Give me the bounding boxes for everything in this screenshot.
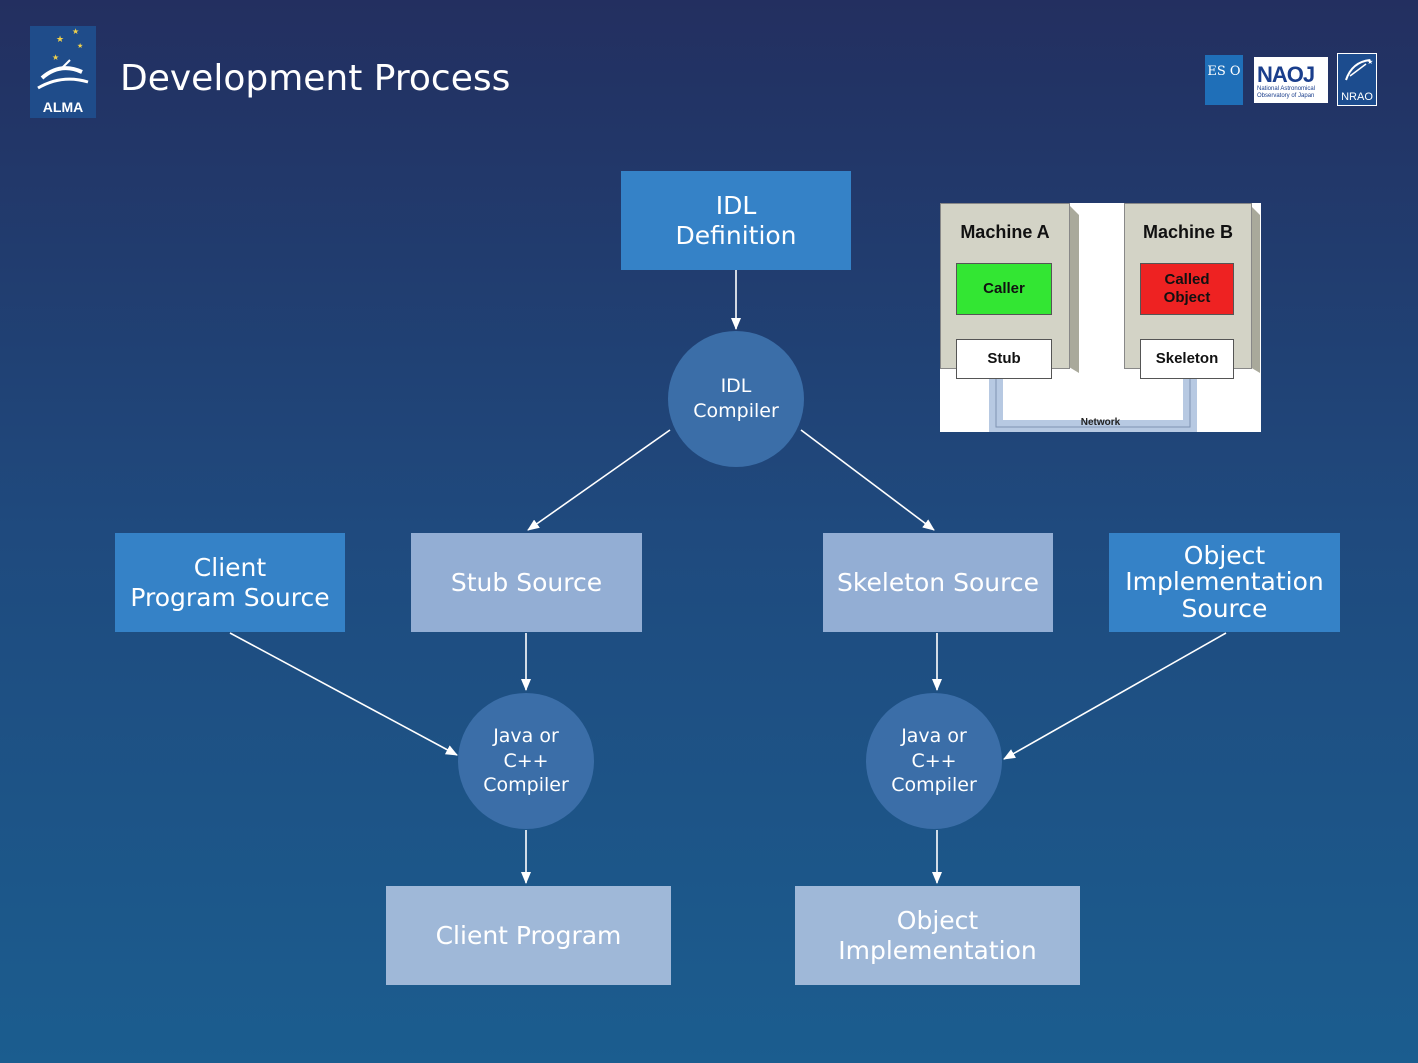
svg-text:★: ★ bbox=[77, 42, 83, 50]
compiler-left-line1: Java or bbox=[493, 724, 559, 747]
stub-source-box: Stub Source bbox=[411, 533, 642, 632]
compiler-left-node: Java or C++ Compiler bbox=[458, 693, 594, 829]
arrow-compiler-to-stub bbox=[527, 429, 671, 531]
object-implementation-line2: Implementation bbox=[838, 935, 1037, 965]
naoj-logo: NAOJ National Astronomical Observatory o… bbox=[1254, 57, 1328, 103]
object-implementation-source-line1: Object bbox=[1183, 541, 1266, 571]
client-program-label: Client Program bbox=[435, 920, 622, 950]
skeleton-source-label: Skeleton Source bbox=[837, 567, 1039, 597]
compiler-right-line2: C++ bbox=[911, 749, 957, 772]
object-implementation-source-line2: Implementation bbox=[1125, 567, 1324, 597]
called-object-line2: Object bbox=[1163, 289, 1211, 306]
skeleton-source-box: Skeleton Source bbox=[823, 533, 1053, 632]
stub-source-label: Stub Source bbox=[450, 567, 603, 597]
called-object-box: Called Object bbox=[1140, 263, 1234, 315]
nrao-logo: ★ NRAO bbox=[1337, 53, 1377, 106]
idl-compiler-line2: Compiler bbox=[693, 400, 779, 422]
client-program-box: Client Program bbox=[386, 886, 671, 985]
eso-logo-text: ES O bbox=[1207, 64, 1241, 79]
compiler-left-line2: C++ bbox=[503, 749, 549, 772]
idl-definition-line2: Definition bbox=[675, 220, 797, 250]
inset-connectors bbox=[989, 205, 1260, 432]
object-implementation-box: Object Implementation bbox=[795, 886, 1080, 985]
page-title: Development Process bbox=[120, 58, 511, 99]
rpc-inset-diagram: Machine A Machine B Caller Called Object… bbox=[940, 203, 1261, 432]
network-label: Network bbox=[1080, 417, 1121, 428]
compiler-right-node: Java or C++ Compiler bbox=[866, 693, 1002, 829]
alma-logo: ★ ★ ★ ★ ALMA bbox=[30, 26, 96, 118]
client-program-source-line2: Program Source bbox=[130, 582, 330, 612]
called-object-line1: Called bbox=[1164, 271, 1210, 288]
caller-box: Caller bbox=[956, 263, 1052, 315]
svg-text:★: ★ bbox=[72, 27, 79, 36]
skeleton-label: Skeleton bbox=[1155, 350, 1219, 367]
arrow-client-source-to-compiler bbox=[229, 632, 458, 756]
idl-definition-line1: IDL bbox=[715, 190, 757, 220]
naoj-logo-subtitle: National Astronomical Observatory of Jap… bbox=[1257, 86, 1316, 99]
naoj-logo-text: NAOJ bbox=[1257, 62, 1315, 87]
stub-box: Stub bbox=[956, 339, 1052, 379]
compiler-right-line1: Java or bbox=[901, 724, 967, 747]
svg-text:★: ★ bbox=[1367, 58, 1373, 66]
alma-dish-icon: ★ ★ ★ ★ bbox=[37, 27, 89, 90]
idl-compiler-node: IDL Compiler bbox=[668, 331, 804, 467]
nrao-logo-text: NRAO bbox=[1341, 91, 1373, 103]
idl-definition-box: IDL Definition bbox=[621, 171, 851, 270]
nrao-dish-icon: ★ bbox=[1345, 58, 1373, 81]
client-program-source-line1: Client bbox=[193, 552, 267, 582]
arrow-compiler-to-skeleton bbox=[800, 429, 935, 531]
arrow-impl-source-to-compiler bbox=[1003, 632, 1227, 760]
compiler-left-line3: Compiler bbox=[483, 774, 569, 797]
client-program-source-box: Client Program Source bbox=[115, 533, 345, 632]
svg-text:★: ★ bbox=[56, 35, 64, 45]
idl-compiler-line1: IDL bbox=[720, 375, 752, 398]
compiler-right-line3: Compiler bbox=[891, 774, 977, 797]
svg-text:★: ★ bbox=[52, 53, 59, 62]
object-implementation-line1: Object bbox=[896, 905, 979, 935]
alma-logo-text: ALMA bbox=[42, 99, 84, 115]
stub-label: Stub bbox=[987, 350, 1021, 367]
object-implementation-source-box: Object Implementation Source bbox=[1109, 533, 1340, 632]
object-implementation-source-line3: Source bbox=[1181, 593, 1268, 623]
caller-label: Caller bbox=[983, 280, 1025, 297]
skeleton-box: Skeleton bbox=[1140, 339, 1234, 379]
machine-a-label: Machine A bbox=[960, 222, 1050, 242]
eso-logo: ES O bbox=[1205, 55, 1243, 105]
machine-b-label: Machine B bbox=[1142, 222, 1234, 242]
